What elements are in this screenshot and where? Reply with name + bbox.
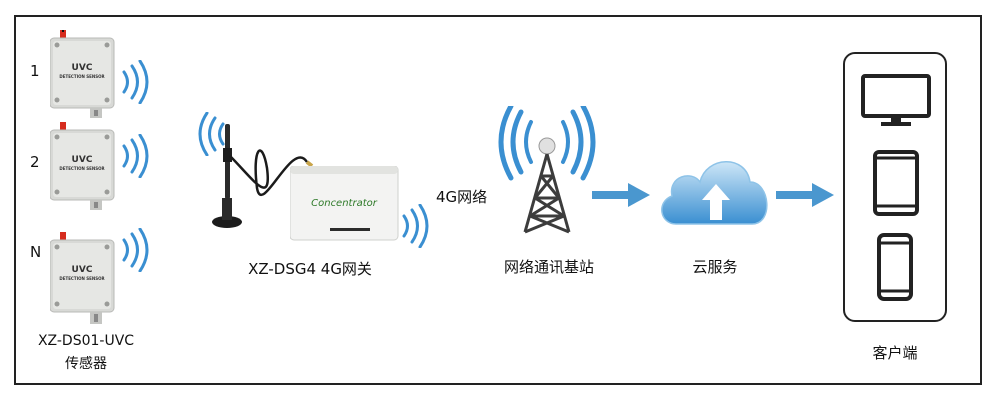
sensor-index-1: 1	[30, 62, 40, 80]
wifi-wave-icon	[398, 204, 434, 248]
network-label: 4G网络	[436, 188, 488, 206]
gateway-label: XZ-DSG4 4G网关	[248, 260, 372, 278]
tablet-icon	[873, 150, 919, 216]
tower-icon	[497, 106, 597, 236]
cloud-label: 云服务	[692, 258, 738, 276]
client-label: 客户端	[872, 344, 918, 362]
sensor-device-1: UVC DETECTION SENSOR	[50, 30, 120, 120]
diagram-frame	[14, 15, 982, 385]
sensor-sub-1: DETECTION SENSOR	[59, 74, 104, 79]
sensor-model-label: XZ-DS01-UVC	[37, 333, 135, 349]
wifi-wave-icon	[193, 112, 229, 156]
sensor-name-2: UVC	[72, 155, 93, 165]
arrow-right-icon	[592, 183, 650, 207]
sensor-sub-n: DETECTION SENSOR	[59, 276, 104, 281]
gateway-brand: Concentrator	[311, 198, 378, 209]
sensor-name-1: UVC	[72, 63, 93, 73]
sensor-device-n: UVC DETECTION SENSOR	[50, 232, 120, 327]
wifi-wave-icon	[118, 60, 154, 104]
antenna-icon	[60, 232, 66, 244]
sensor-name-n: UVC	[72, 265, 93, 275]
gateway-device: Concentrator	[290, 166, 400, 241]
wifi-wave-icon	[118, 134, 154, 178]
sensor-device-2: UVC DETECTION SENSOR	[50, 122, 120, 212]
wifi-wave-icon	[118, 228, 154, 272]
sensor-index-2: 2	[30, 153, 40, 171]
sensor-type-label: 传感器	[65, 356, 107, 372]
gateway-antenna	[212, 118, 322, 238]
client-frame	[843, 52, 947, 322]
monitor-icon	[861, 74, 931, 128]
cloud-upload-icon	[656, 146, 774, 230]
antenna-icon	[60, 30, 66, 42]
sensor-index-n: N	[30, 243, 42, 261]
base-station-label: 网络通讯基站	[503, 258, 595, 276]
sensor-sub-2: DETECTION SENSOR	[59, 166, 104, 171]
antenna-icon	[60, 122, 66, 134]
phone-icon	[877, 233, 913, 301]
arrow-right-icon	[776, 183, 834, 207]
